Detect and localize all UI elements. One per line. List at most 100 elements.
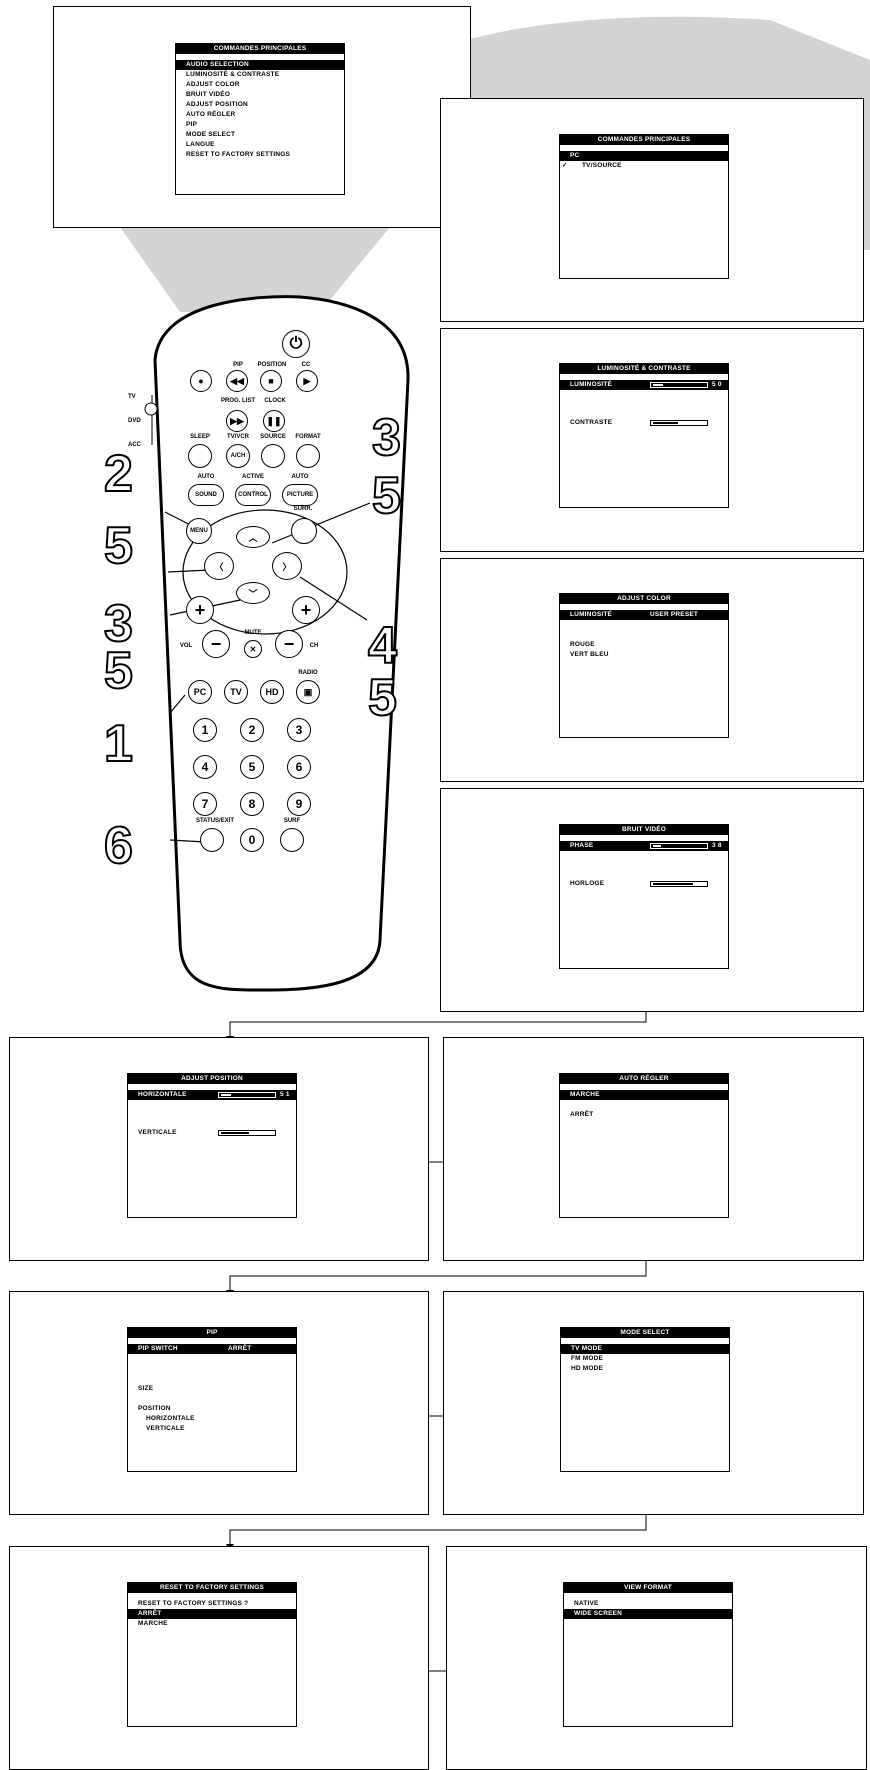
- digit-7[interactable]: 7: [193, 792, 217, 816]
- menu-item[interactable]: BRUIT VIDÉO: [186, 91, 231, 98]
- chevron-left-icon: 〈: [214, 561, 224, 572]
- source-button[interactable]: [261, 444, 285, 468]
- forward-icon: ▶▶: [230, 415, 244, 426]
- pip-switch-row[interactable]: PIP SWITCH ARRÊT: [128, 1344, 296, 1354]
- status-exit-button[interactable]: [200, 828, 224, 852]
- cc-label: CC: [301, 362, 311, 368]
- menu-item[interactable]: ADJUST COLOR: [186, 81, 240, 88]
- ch-down-button[interactable]: −: [275, 630, 303, 658]
- menu-item[interactable]: WIDE SCREEN: [564, 1609, 732, 1619]
- reset-question: RESET TO FACTORY SETTINGS ?: [138, 1600, 249, 1607]
- active-label: ACTIVE: [241, 474, 264, 480]
- menu-item[interactable]: FM MODE: [571, 1355, 604, 1362]
- auto-menu: AUTO RÉGLER MARCHE ARRÊT: [559, 1073, 729, 1218]
- luminosity-slider[interactable]: [650, 382, 708, 388]
- menu-item[interactable]: PIP: [186, 121, 198, 128]
- contrast-slider[interactable]: [650, 420, 708, 426]
- menu-item[interactable]: HD MODE: [571, 1365, 604, 1372]
- pc-button[interactable]: PC: [188, 680, 212, 704]
- horizontal-row[interactable]: HORIZONTALE 5 1: [128, 1090, 296, 1100]
- left-button[interactable]: 〈: [204, 552, 234, 580]
- red-row[interactable]: ROUGE: [570, 641, 595, 648]
- step-number: 1: [103, 715, 134, 773]
- position-row[interactable]: POSITION: [138, 1405, 171, 1412]
- ach-button[interactable]: A/CH: [226, 444, 250, 468]
- forward-button[interactable]: ▶▶: [226, 410, 248, 432]
- menu-item[interactable]: MODE SELECT: [186, 131, 236, 138]
- sleep-button[interactable]: [188, 444, 212, 468]
- horizontal-row[interactable]: HORIZONTALE: [146, 1415, 195, 1422]
- menu-item[interactable]: RESET TO FACTORY SETTINGS: [186, 151, 291, 158]
- ch-up-button[interactable]: +: [292, 596, 320, 624]
- color-preset-row[interactable]: LUMINOSITÉ USER PRESET: [560, 610, 728, 620]
- horizontal-slider[interactable]: [218, 1092, 276, 1098]
- side-label-dvd: DVD: [128, 418, 141, 424]
- contrast-row[interactable]: CONTRASTE: [560, 418, 728, 428]
- menu-item[interactable]: LANGUE: [186, 141, 215, 148]
- audio-menu: COMMANDES PRINCIPALES PC ✓TV/SOURCE: [559, 134, 729, 279]
- tv-button[interactable]: TV: [224, 680, 248, 704]
- format-button[interactable]: [296, 444, 320, 468]
- digit-9[interactable]: 9: [287, 792, 311, 816]
- sound-button[interactable]: SOUND: [188, 484, 224, 506]
- menu-item[interactable]: PC: [560, 151, 728, 161]
- digit-1[interactable]: 1: [193, 718, 217, 742]
- vertical-row[interactable]: VERTICALE: [146, 1425, 185, 1432]
- surf-button[interactable]: [280, 828, 304, 852]
- menu-item[interactable]: ✓TV/SOURCE: [562, 162, 622, 169]
- digit-3[interactable]: 3: [287, 718, 311, 742]
- digit-6[interactable]: 6: [287, 755, 311, 779]
- color-menu: ADJUST COLOR LUMINOSITÉ USER PRESET ROUG…: [559, 593, 729, 738]
- step-number: 5: [367, 669, 398, 727]
- phase-row[interactable]: PHASE 3 8: [560, 841, 728, 851]
- radio-button[interactable]: ▣: [296, 680, 320, 704]
- phase-slider[interactable]: [650, 843, 708, 849]
- menu-item[interactable]: AUTO RÉGLER: [186, 111, 236, 118]
- vertical-slider[interactable]: [218, 1130, 276, 1136]
- menu-title: RESET TO FACTORY SETTINGS: [128, 1583, 296, 1593]
- menu-item[interactable]: ADJUST POSITION: [186, 101, 248, 108]
- menu-item[interactable]: TV MODE: [561, 1344, 729, 1354]
- menu-button[interactable]: MENU: [186, 518, 212, 544]
- pause-button[interactable]: ❚❚: [263, 410, 285, 432]
- size-row[interactable]: SIZE: [138, 1385, 154, 1392]
- stop-button[interactable]: ■: [260, 370, 282, 392]
- vol-up-button[interactable]: +: [186, 596, 214, 624]
- vertical-row[interactable]: VERTICALE: [128, 1128, 296, 1138]
- menu-item[interactable]: LUMINOSITÉ & CONTRASTE: [186, 71, 280, 78]
- play-button[interactable]: ▶: [296, 370, 318, 392]
- up-button[interactable]: ︿: [236, 526, 270, 548]
- surr-button[interactable]: [291, 518, 317, 544]
- mute-button[interactable]: ✕: [244, 640, 262, 658]
- luminosity-row[interactable]: LUMINOSITÉ 5 0: [560, 380, 728, 390]
- power-icon: ⏻: [289, 335, 303, 352]
- vol-label: VOL: [179, 643, 193, 649]
- rewind-button[interactable]: ◀◀: [226, 370, 248, 392]
- connector-2: [229, 1260, 647, 1292]
- menu-item[interactable]: MARCHE: [138, 1620, 168, 1627]
- hd-button[interactable]: HD: [260, 680, 284, 704]
- record-button[interactable]: ●: [190, 370, 212, 392]
- off-row[interactable]: ARRÊT: [570, 1111, 594, 1118]
- menu-item[interactable]: ARRÊT: [128, 1609, 296, 1619]
- power-button[interactable]: ⏻: [282, 330, 310, 358]
- auto-label: AUTO: [197, 474, 215, 480]
- menu-item[interactable]: AUDIO SELECTION: [176, 60, 344, 70]
- digit-8[interactable]: 8: [240, 792, 264, 816]
- clock-slider[interactable]: [650, 881, 708, 887]
- menu-item[interactable]: NATIVE: [574, 1600, 599, 1607]
- step-number: 4: [367, 617, 398, 675]
- picture-button[interactable]: PICTURE: [282, 484, 318, 506]
- on-row[interactable]: MARCHE: [560, 1090, 728, 1100]
- green-blue-row[interactable]: VERT BLEU: [570, 651, 609, 658]
- control-button[interactable]: CONTROL: [235, 484, 271, 506]
- vol-down-button[interactable]: −: [202, 630, 230, 658]
- digit-4[interactable]: 4: [193, 755, 217, 779]
- down-button[interactable]: ﹀: [236, 582, 270, 604]
- menu-title: PIP: [128, 1328, 296, 1338]
- clock-row[interactable]: HORLOGE: [560, 879, 728, 889]
- right-button[interactable]: 〉: [272, 552, 302, 580]
- digit-0[interactable]: 0: [240, 828, 264, 852]
- digit-2[interactable]: 2: [240, 718, 264, 742]
- digit-5[interactable]: 5: [240, 755, 264, 779]
